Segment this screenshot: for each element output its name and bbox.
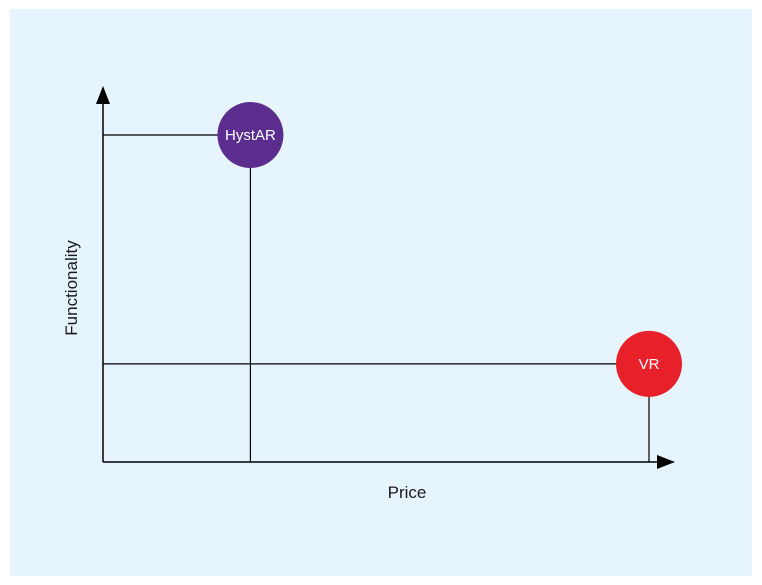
- x-axis-arrow: [657, 455, 675, 469]
- y-axis-arrow: [96, 86, 110, 104]
- chart-background: [10, 9, 752, 576]
- data-label-vr: VR: [639, 356, 660, 373]
- data-point-hystar: [217, 102, 284, 168]
- data-point-vr: [616, 330, 682, 397]
- data-label-hystar: HystAR: [225, 127, 276, 144]
- x-axis-label: Price: [388, 483, 427, 502]
- y-axis-label: Functionality: [62, 240, 81, 336]
